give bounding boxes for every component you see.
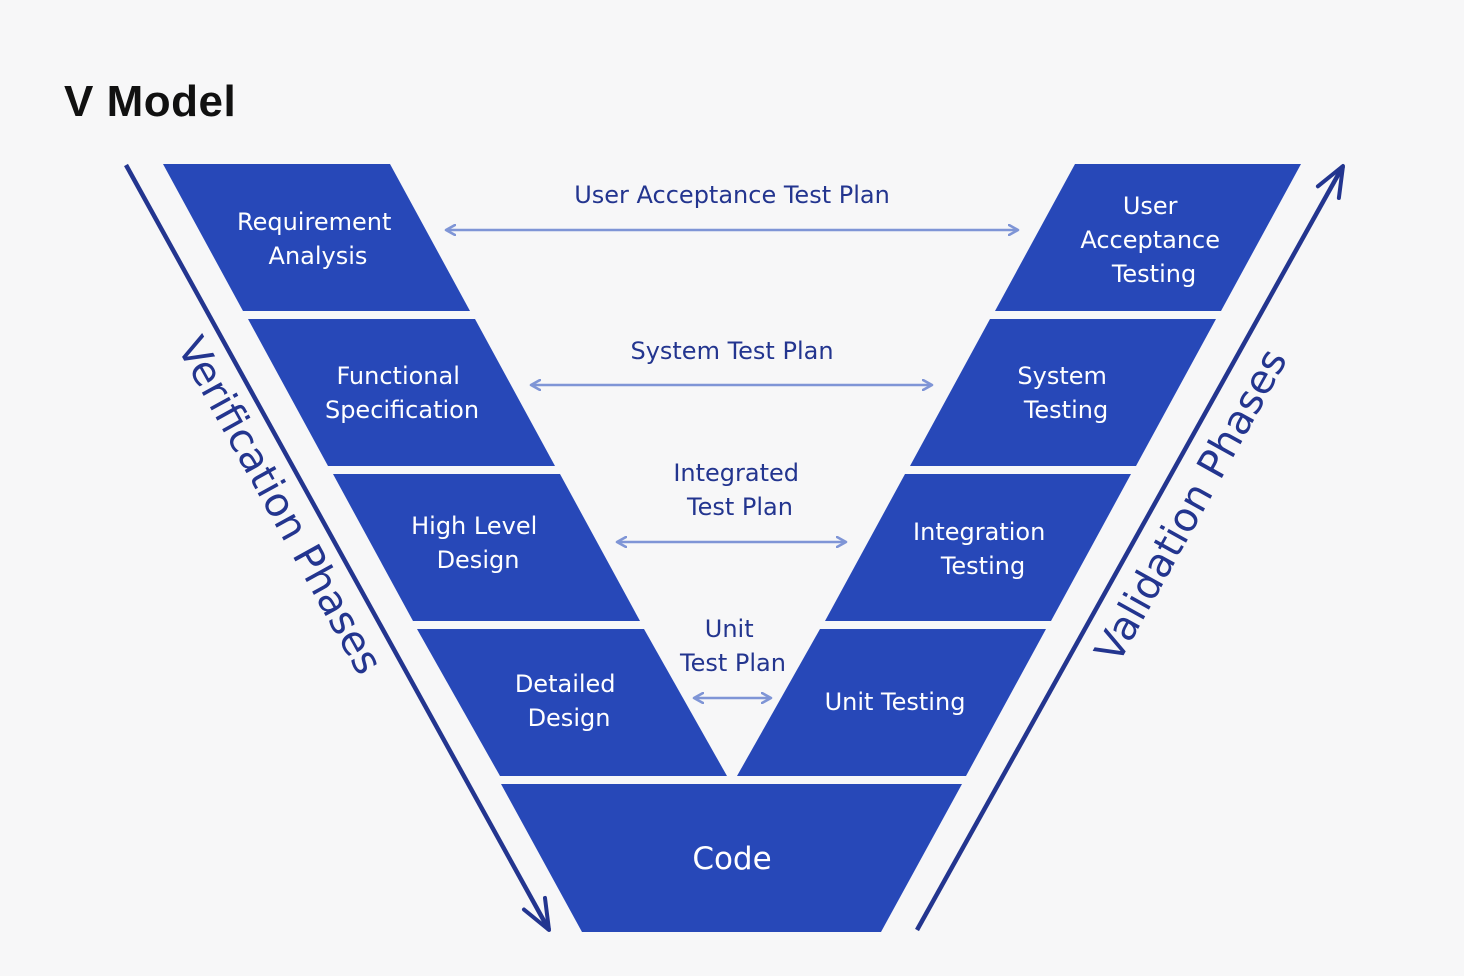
phase-high-level-design-label: High Level Design [411,512,545,574]
test-plan-user-acceptance-label: User Acceptance Test Plan [574,181,890,209]
test-plan-system-label: System Test Plan [630,337,833,365]
verification-phases: Requirement Analysis Functional Specific… [163,164,727,776]
phase-unit-testing [737,629,1046,776]
phase-requirement-analysis-label: Requirement Analysis [237,208,399,270]
phase-detailed-design [417,629,727,776]
test-plans: User Acceptance Test Plan System Test Pl… [446,181,1018,698]
phase-functional-specification [248,319,555,466]
phase-integration-testing [825,474,1131,621]
phase-functional-specification-label: Functional Specification [325,362,479,424]
phase-detailed-design-label: Detailed Design [515,670,623,732]
phase-requirement-analysis [163,164,470,311]
validation-axis-arrow [915,164,1345,932]
verification-axis-arrow [124,163,551,932]
phase-unit-testing-label: Unit Testing [825,688,966,716]
phase-code [501,784,962,932]
test-plan-unit-label: Unit Test Plan [679,615,786,677]
validation-phases: User Acceptance Testing System Testing I… [737,164,1301,776]
test-plan-integrated-label: Integrated Test Plan [673,459,806,521]
phase-high-level-design [333,474,640,621]
phase-system-testing [910,319,1216,466]
phase-code-label: Code [692,841,771,877]
phase-integration-testing-label: Integration Testing [913,518,1053,580]
phase-user-acceptance-testing [995,164,1301,311]
phase-user-acceptance-testing-label: User Acceptance Testing [1080,192,1227,288]
phase-system-testing-label: System Testing [1017,362,1114,424]
page-title: V Model [64,77,237,126]
